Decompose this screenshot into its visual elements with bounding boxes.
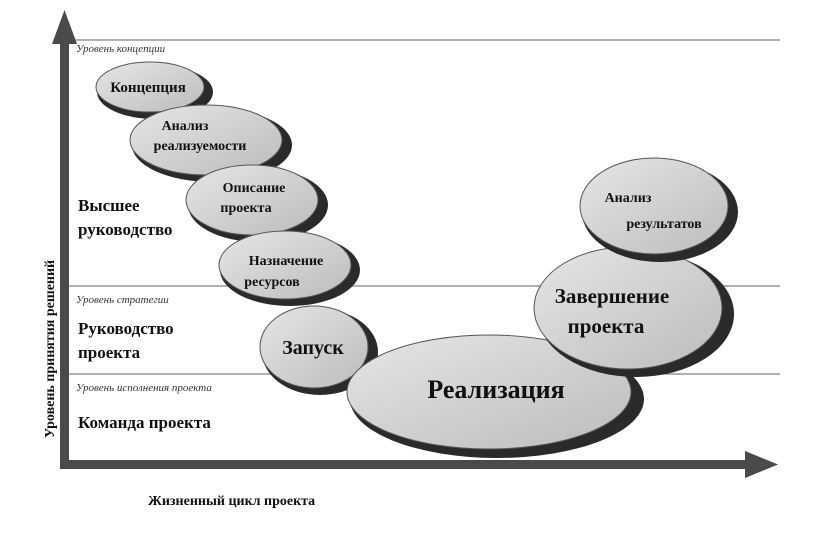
phase-description-label-line2: проекта	[220, 201, 271, 216]
y-axis-arrow-icon	[52, 10, 77, 44]
tier-label-pm-line2: проекта	[78, 343, 141, 362]
tier-label-top-line2: руководство	[78, 220, 173, 239]
phase-implementation-label: Реализация	[427, 375, 564, 404]
level-label-concept: Уровень концепции	[76, 43, 166, 55]
phase-description: Описание проекта	[185, 164, 328, 242]
phase-resources-label-line1: Назначение	[249, 254, 323, 269]
phase-resources: Назначение ресурсов	[218, 230, 360, 306]
phase-results: Анализ результатов	[579, 157, 738, 262]
phase-resources-label-line2: ресурсов	[244, 275, 300, 290]
phase-feasibility-label-line2: реализуемости	[154, 139, 247, 154]
phase-completion: Завершение проекта	[533, 246, 734, 377]
phase-launch-label: Запуск	[282, 337, 344, 359]
level-label-execution: Уровень исполнения проекта	[76, 382, 212, 394]
phase-launch: Запуск	[259, 305, 378, 395]
tier-label-pm-line1: Руководство	[78, 319, 174, 338]
phase-implementation: Реализация	[346, 334, 644, 458]
y-axis-label: Уровень принятия решений	[43, 260, 58, 438]
y-axis	[60, 40, 69, 468]
phase-description-label-line1: Описание	[223, 181, 286, 196]
phase-results-label-line2: результатов	[626, 217, 702, 232]
phase-feasibility-label-line1: Анализ	[162, 119, 209, 134]
phase-completion-label-line2: проекта	[568, 314, 645, 338]
x-axis-label: Жизненный цикл проекта	[148, 494, 315, 509]
x-axis-arrow-icon	[745, 451, 778, 478]
tier-label-top-line1: Высшее	[78, 196, 140, 215]
x-axis	[60, 460, 750, 469]
phase-concept: Концепция	[95, 61, 213, 119]
tier-label-team: Команда проекта	[78, 413, 211, 432]
phase-completion-label-line1: Завершение	[555, 284, 670, 308]
level-label-strategy: Уровень стратегии	[76, 294, 169, 306]
phase-concept-label: Концепция	[110, 80, 186, 96]
phase-results-label-line1: Анализ	[605, 191, 652, 206]
